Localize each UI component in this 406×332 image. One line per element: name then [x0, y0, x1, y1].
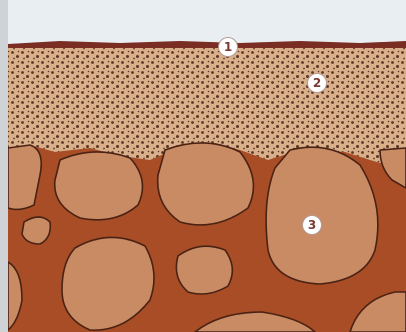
sky-background [8, 0, 406, 44]
marker-2: 2 [307, 73, 327, 93]
boulder [55, 152, 143, 220]
boulder [22, 217, 50, 244]
left-frame-strip [0, 0, 8, 332]
boulder [158, 143, 254, 225]
boulder [176, 246, 232, 294]
marker-3: 3 [302, 215, 322, 235]
marker-1: 1 [218, 37, 238, 57]
boulder [266, 147, 378, 284]
